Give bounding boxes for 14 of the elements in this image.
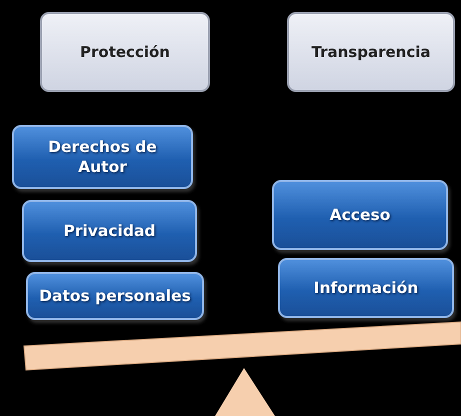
topic-box (26, 272, 204, 320)
box-label: Información (312, 278, 420, 298)
heading-box (40, 12, 210, 92)
topic-box (272, 180, 448, 250)
topic-box (278, 258, 454, 318)
box-label: Acceso (328, 204, 392, 226)
heading-box (287, 12, 455, 92)
box-label: Privacidad (62, 220, 157, 242)
topic-box (22, 200, 197, 262)
box-label: Derechos de Autor (47, 136, 158, 178)
box-label: Protección (79, 43, 171, 61)
box-label: Transparencia (310, 43, 432, 61)
box-label: Datos personales (38, 286, 192, 306)
topic-box (12, 125, 193, 189)
